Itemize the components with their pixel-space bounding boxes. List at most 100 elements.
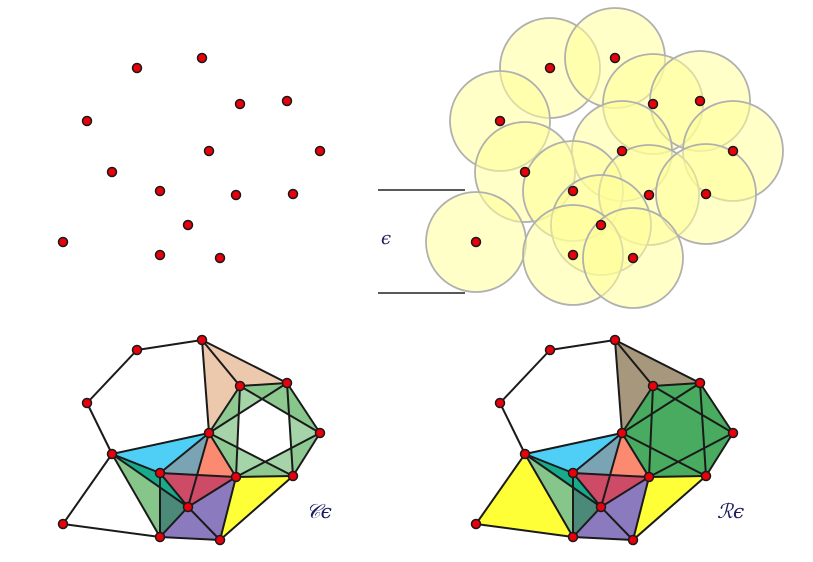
edge bbox=[201, 339, 288, 384]
edge bbox=[600, 506, 634, 541]
vertex-point bbox=[230, 471, 242, 483]
edge bbox=[239, 382, 288, 387]
edge bbox=[86, 402, 113, 455]
edge bbox=[648, 385, 654, 478]
vertex-point bbox=[567, 249, 579, 261]
edge bbox=[111, 453, 161, 538]
edge bbox=[600, 476, 650, 508]
rips-complex-panel bbox=[470, 334, 739, 546]
vertex-point bbox=[470, 236, 482, 248]
simplex-tan bbox=[615, 340, 653, 433]
ring-hole bbox=[240, 403, 289, 454]
edge bbox=[524, 453, 602, 508]
vertex-point bbox=[567, 467, 579, 479]
vertex-point bbox=[567, 185, 579, 197]
simplex-slate bbox=[573, 433, 622, 507]
vertex-point bbox=[214, 534, 226, 546]
edge bbox=[201, 339, 241, 387]
vertex-point bbox=[494, 115, 506, 127]
vertex-point bbox=[314, 145, 326, 157]
vertex-point bbox=[609, 52, 621, 64]
vertex-point bbox=[81, 115, 93, 127]
edge bbox=[572, 472, 602, 508]
edge bbox=[62, 523, 161, 538]
edge bbox=[159, 472, 237, 478]
edge bbox=[648, 475, 707, 478]
vertex-point bbox=[627, 534, 639, 546]
rips-complex-label: ℛϵ bbox=[717, 499, 744, 523]
vertex-point bbox=[131, 344, 143, 356]
edge bbox=[187, 432, 210, 508]
vertex-point bbox=[106, 448, 118, 460]
vertex-point bbox=[154, 531, 166, 543]
edge bbox=[187, 476, 237, 508]
edge bbox=[159, 472, 189, 508]
vertex-point bbox=[544, 344, 556, 356]
simplex-yellow bbox=[476, 454, 573, 537]
edge bbox=[499, 402, 526, 455]
vertex-point bbox=[287, 188, 299, 200]
edge bbox=[235, 385, 241, 478]
vertex-point bbox=[727, 427, 739, 439]
edge bbox=[219, 476, 237, 541]
vertex-point bbox=[609, 334, 621, 346]
edge bbox=[111, 432, 210, 455]
vertex-point bbox=[214, 252, 226, 264]
edge bbox=[572, 506, 602, 538]
edge bbox=[235, 432, 321, 478]
edge bbox=[621, 382, 701, 434]
edge bbox=[208, 432, 294, 477]
edge bbox=[235, 475, 294, 478]
edge bbox=[62, 453, 113, 525]
vertex-point bbox=[81, 397, 93, 409]
vertex-point bbox=[519, 448, 531, 460]
edge bbox=[499, 349, 551, 404]
vertex-point bbox=[230, 189, 242, 201]
edge bbox=[648, 432, 734, 478]
vertex-point bbox=[287, 470, 299, 482]
edge bbox=[159, 506, 189, 538]
vertex-point bbox=[616, 145, 628, 157]
simplex-purple bbox=[573, 507, 633, 540]
cech-complex-panel bbox=[57, 334, 326, 546]
vertex-point bbox=[203, 145, 215, 157]
vertex-point bbox=[182, 219, 194, 231]
edge bbox=[111, 453, 161, 474]
simplex-purple bbox=[160, 507, 220, 540]
vertex-point bbox=[154, 185, 166, 197]
edge bbox=[208, 385, 241, 434]
edge bbox=[201, 339, 210, 434]
edge bbox=[614, 339, 701, 384]
edge bbox=[572, 472, 650, 478]
edge bbox=[600, 432, 623, 508]
edge bbox=[614, 339, 654, 387]
edge bbox=[572, 536, 634, 541]
vertex-point bbox=[281, 95, 293, 107]
edge bbox=[705, 432, 734, 477]
edge bbox=[621, 432, 707, 477]
vertex-point bbox=[616, 427, 628, 439]
edge bbox=[208, 432, 237, 478]
vertex-point bbox=[196, 52, 208, 64]
edge bbox=[572, 432, 623, 474]
vertex-point bbox=[131, 62, 143, 74]
edge bbox=[286, 382, 321, 434]
simplex-tan bbox=[202, 340, 240, 433]
vertex-point bbox=[314, 427, 326, 439]
vertex-point bbox=[567, 531, 579, 543]
vertex-point bbox=[106, 166, 118, 178]
vertex-point bbox=[196, 334, 208, 346]
edge bbox=[475, 523, 574, 538]
edge bbox=[524, 453, 574, 474]
vertex-point bbox=[234, 380, 246, 392]
vertex-point bbox=[519, 166, 531, 178]
simplex-crimson bbox=[573, 473, 649, 507]
vertex-point bbox=[727, 145, 739, 157]
edge bbox=[652, 382, 701, 387]
edge bbox=[187, 506, 221, 541]
edge bbox=[475, 453, 526, 525]
vertex-point bbox=[470, 518, 482, 530]
edge bbox=[219, 475, 294, 541]
vertex-point bbox=[281, 377, 293, 389]
